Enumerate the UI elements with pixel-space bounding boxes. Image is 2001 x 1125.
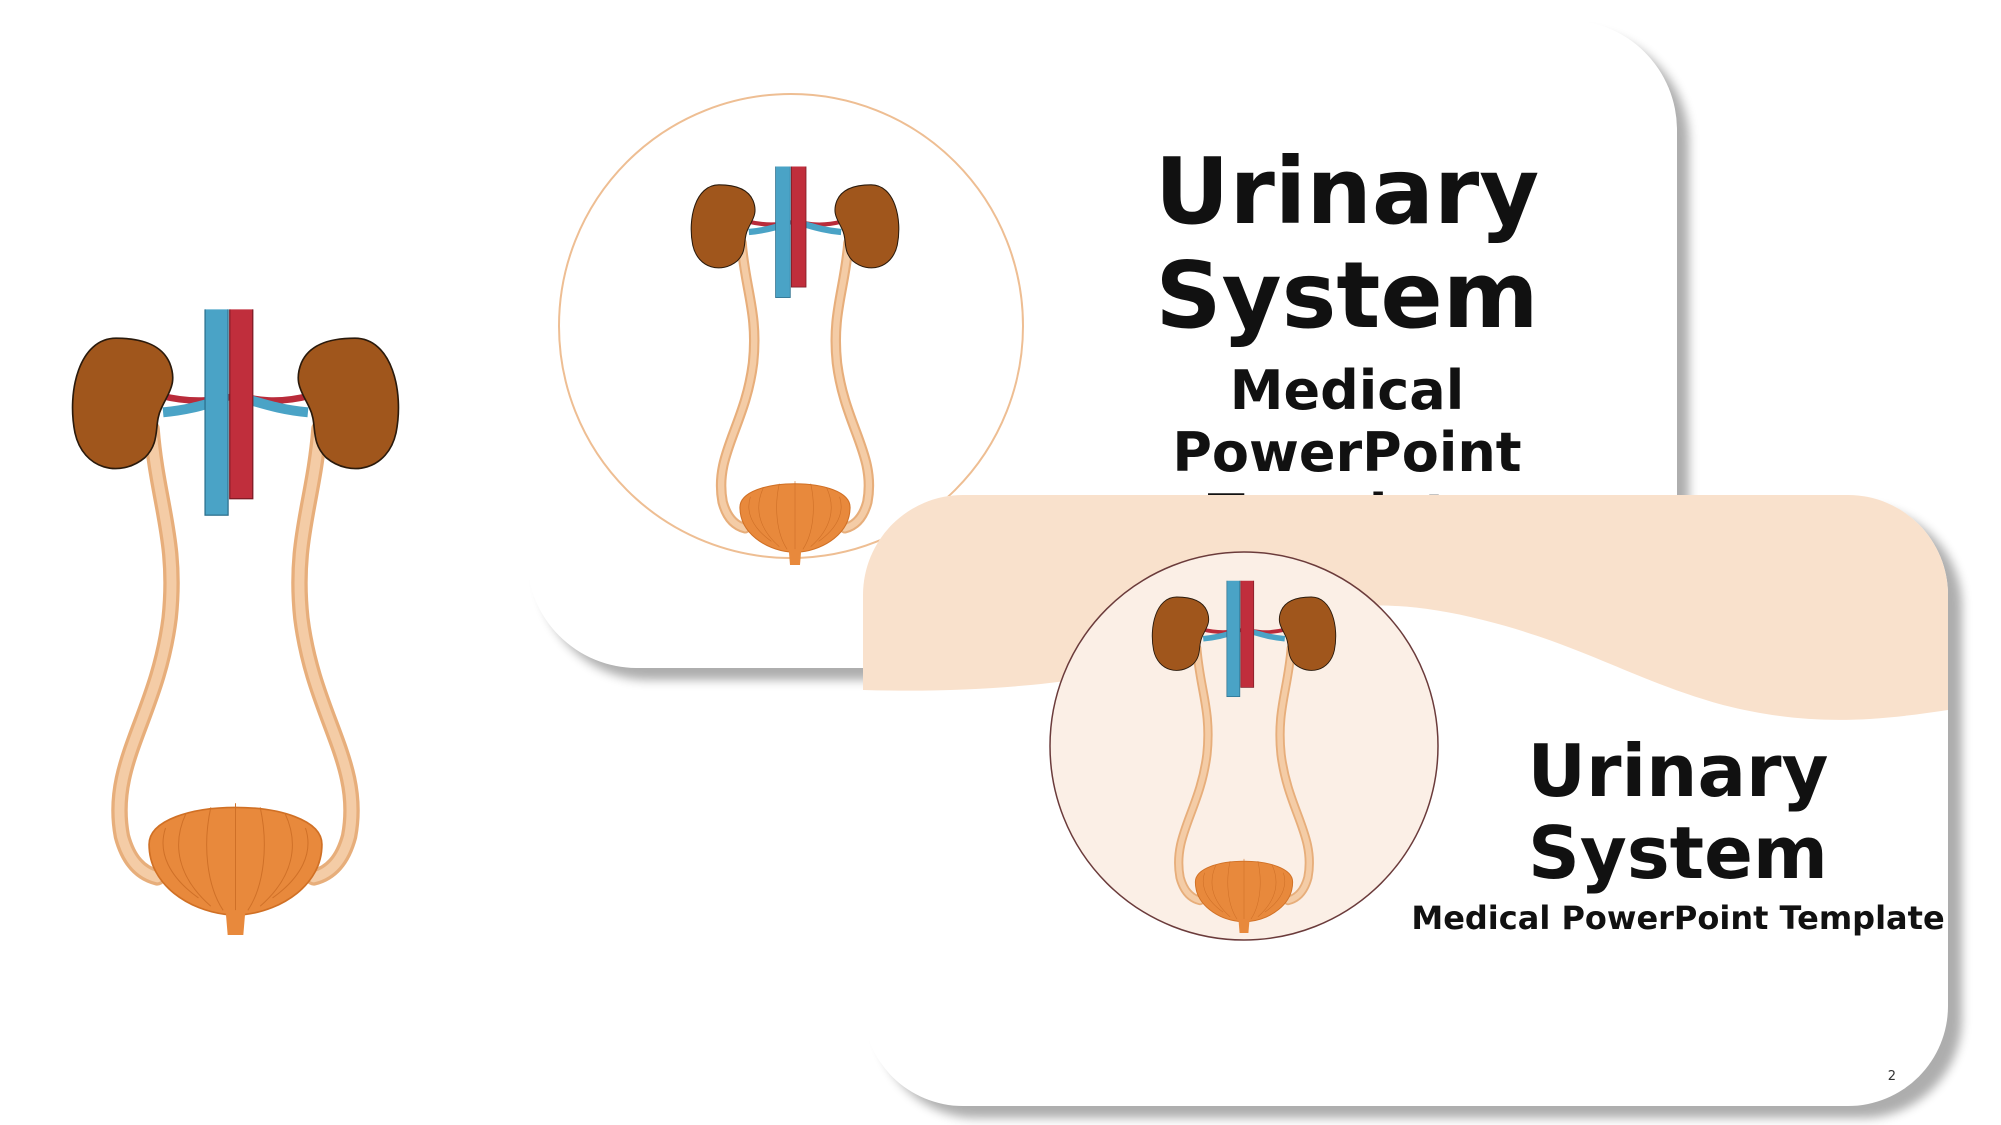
slide-subtitle: Medical PowerPoint Template: [1411, 899, 1945, 937]
slide-title: Urinary System: [1527, 729, 1829, 895]
slide-title: Urinary System: [1154, 138, 1540, 349]
slide-page-number: 2: [1887, 1069, 1896, 1084]
slide-thumbnail-front[interactable]: Urinary System Medical PowerPoint Templa…: [863, 495, 1948, 1106]
slide-subtitle: Medical PowerPoint Template: [1172, 359, 1522, 546]
urinary-system-icon: [1146, 553, 1342, 933]
illustration-circle: [1049, 551, 1439, 941]
urinary-system-illustration: [48, 260, 423, 935]
